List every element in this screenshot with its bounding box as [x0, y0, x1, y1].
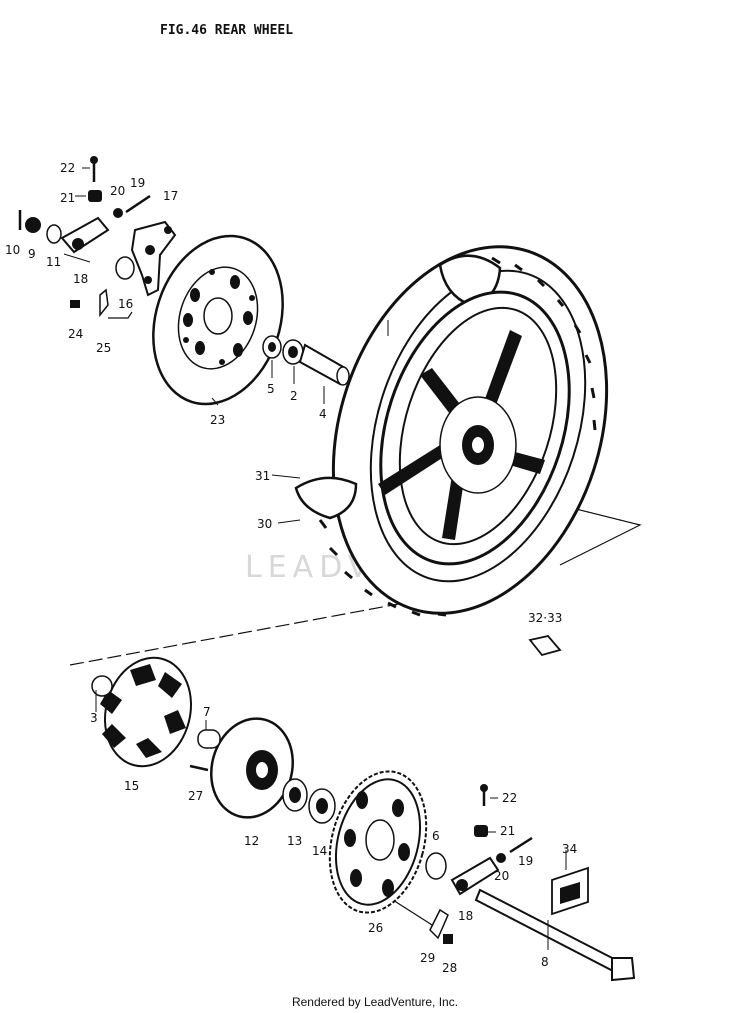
- callout-13: 13: [287, 834, 302, 848]
- callout-12: 12: [244, 834, 259, 848]
- small-parts-bottom-right: [425, 635, 562, 944]
- callout-18: 18: [73, 272, 88, 286]
- callout-15: 15: [124, 779, 139, 793]
- bearings-13-14: [282, 778, 336, 824]
- callout-24: 24: [68, 327, 83, 341]
- callout-17: 17: [163, 189, 178, 203]
- callout-25: 25: [96, 341, 111, 355]
- callout-16: 16: [118, 297, 133, 311]
- callout-20: 20: [110, 184, 125, 198]
- chain-label-34: [551, 866, 589, 916]
- callout-2: 2: [290, 389, 298, 403]
- rear-sprocket-26: [328, 770, 428, 914]
- callout-26: 26: [368, 921, 383, 935]
- caliper-bracket-17: [130, 220, 177, 297]
- callout-21: 21: [60, 191, 75, 205]
- callout-5: 5: [267, 382, 275, 396]
- callout-4: 4: [319, 407, 327, 421]
- callout-7: 7: [203, 705, 211, 719]
- callout-34: 34: [562, 842, 577, 856]
- rear-rim: [378, 290, 571, 566]
- sprocket-hub-12: [189, 717, 294, 819]
- callout-32-33: 32·33: [528, 611, 562, 625]
- callout-3: 3: [90, 711, 98, 725]
- callout-31: 31: [255, 469, 270, 483]
- callout-6: 6: [432, 829, 440, 843]
- callout-20b: 20: [494, 869, 509, 883]
- callout-14: 14: [312, 844, 327, 858]
- brake-disc-23: [152, 234, 284, 406]
- callout-30: 30: [257, 517, 272, 531]
- footer-credit: Rendered by LeadVenture, Inc.: [291, 995, 459, 1009]
- callout-11: 11: [46, 255, 61, 269]
- callout-8: 8: [541, 955, 549, 969]
- callout-10: 10: [5, 243, 20, 257]
- axle-spacers: [262, 335, 350, 386]
- callout-19b: 19: [518, 854, 533, 868]
- callout-29: 29: [420, 951, 435, 965]
- damper-rubbers-15: [91, 656, 192, 768]
- callout-labels: 22 21 20 19 17 10 9 11 18 16 24 25 23 5 …: [5, 161, 577, 975]
- callout-27: 27: [188, 789, 203, 803]
- figure-title: FIG.46 REAR WHEEL: [160, 23, 293, 38]
- callout-28: 28: [442, 961, 457, 975]
- callout-21b: 21: [500, 824, 515, 838]
- callout-9: 9: [28, 247, 36, 261]
- callout-23: 23: [210, 413, 225, 427]
- callout-19: 19: [130, 176, 145, 190]
- callout-22: 22: [60, 161, 75, 175]
- callout-18b: 18: [458, 909, 473, 923]
- leader-lines: [63, 167, 567, 950]
- callout-22b: 22: [502, 791, 517, 805]
- small-parts-top-left: [18, 156, 151, 319]
